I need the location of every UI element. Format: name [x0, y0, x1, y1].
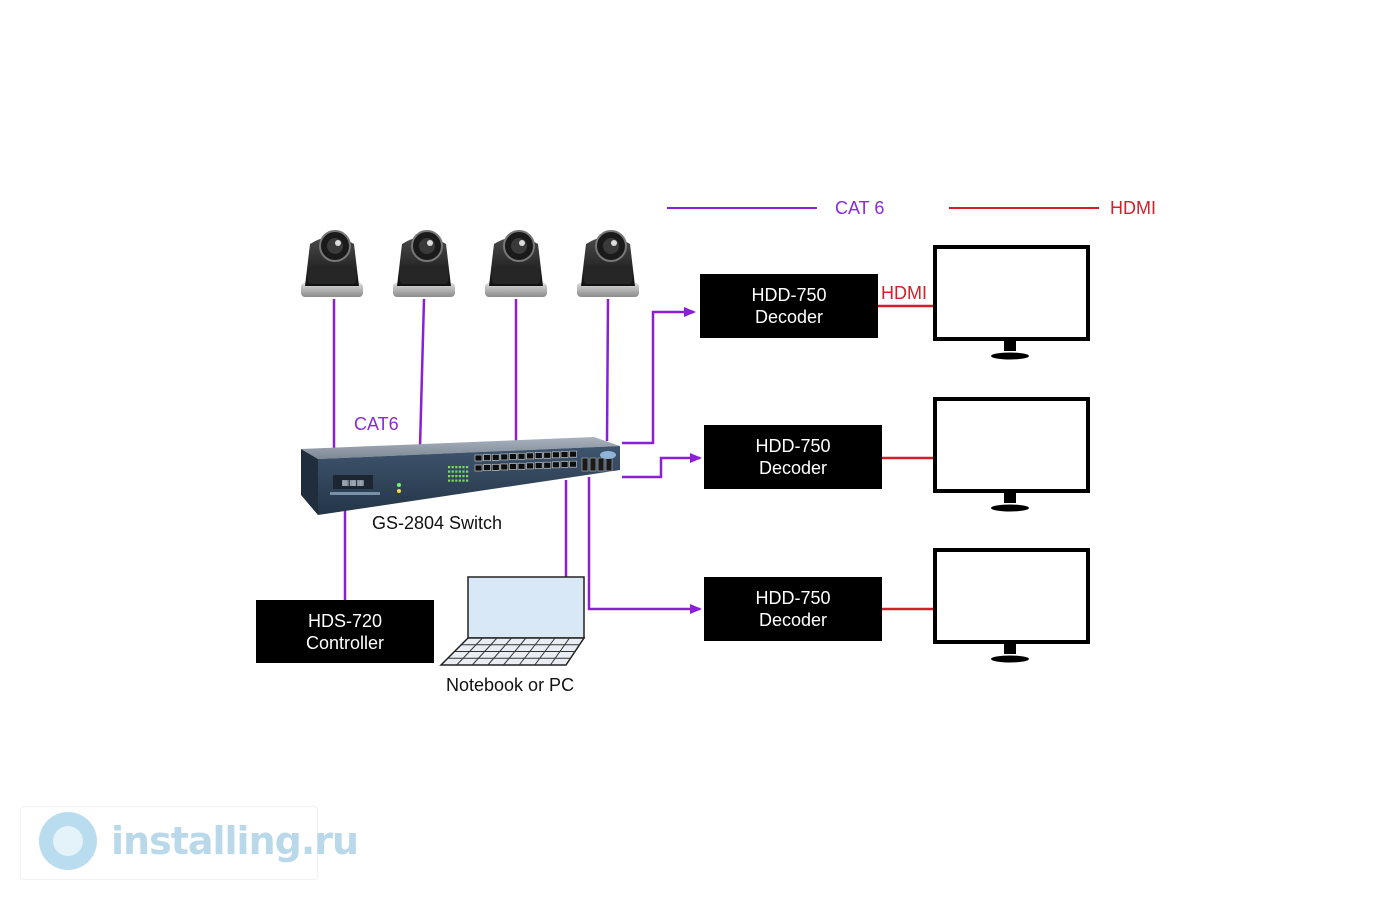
watermark-text: installing.ru [111, 819, 359, 863]
controller-model: HDS-720 [307, 610, 383, 631]
notebook-label: Notebook or PC [446, 675, 575, 695]
decoder-model: HDD-750 [751, 285, 827, 305]
cat6-cable-label: CAT6 [354, 414, 399, 434]
switch-label: GS-2804 Switch [372, 513, 503, 533]
svg-text:▦▦▦: ▦▦▦ [342, 478, 365, 487]
monitor-icon [933, 397, 1090, 512]
legend-cat6-label: CAT 6 [835, 198, 885, 218]
decoder-box: HDD-750 Decoder [704, 577, 882, 641]
ptz-camera-icon [577, 230, 639, 297]
network-switch-icon: ▦▦▦ [301, 437, 620, 515]
decoder-model: HDD-750 [755, 588, 831, 608]
watermark-logo-icon [39, 812, 97, 870]
laptop-icon [439, 576, 586, 666]
decoder-type: Decoder [754, 307, 824, 327]
monitor-icon [933, 548, 1090, 663]
ptz-camera-icon [393, 230, 455, 297]
decoder-type: Decoder [758, 610, 828, 630]
decoder-box: HDD-750 Decoder [700, 274, 878, 338]
camera-cables [332, 298, 610, 450]
decoder-model: HDD-750 [755, 436, 831, 456]
decoder-box: HDD-750 Decoder [704, 425, 882, 489]
hdmi-cables [878, 304, 934, 611]
controller-box: HDS-720 Controller [256, 600, 434, 663]
controller-type: Controller [305, 632, 385, 653]
legend-hdmi-label: HDMI [1110, 198, 1156, 218]
hdmi-link-label: HDMI [881, 283, 927, 303]
ptz-camera-icon [301, 230, 363, 297]
monitor-icon [933, 245, 1090, 360]
watermark: installing.ru [20, 806, 359, 880]
decoder-type: Decoder [758, 458, 828, 478]
decoder-cables [587, 307, 702, 614]
ptz-camera-icon [485, 230, 547, 297]
